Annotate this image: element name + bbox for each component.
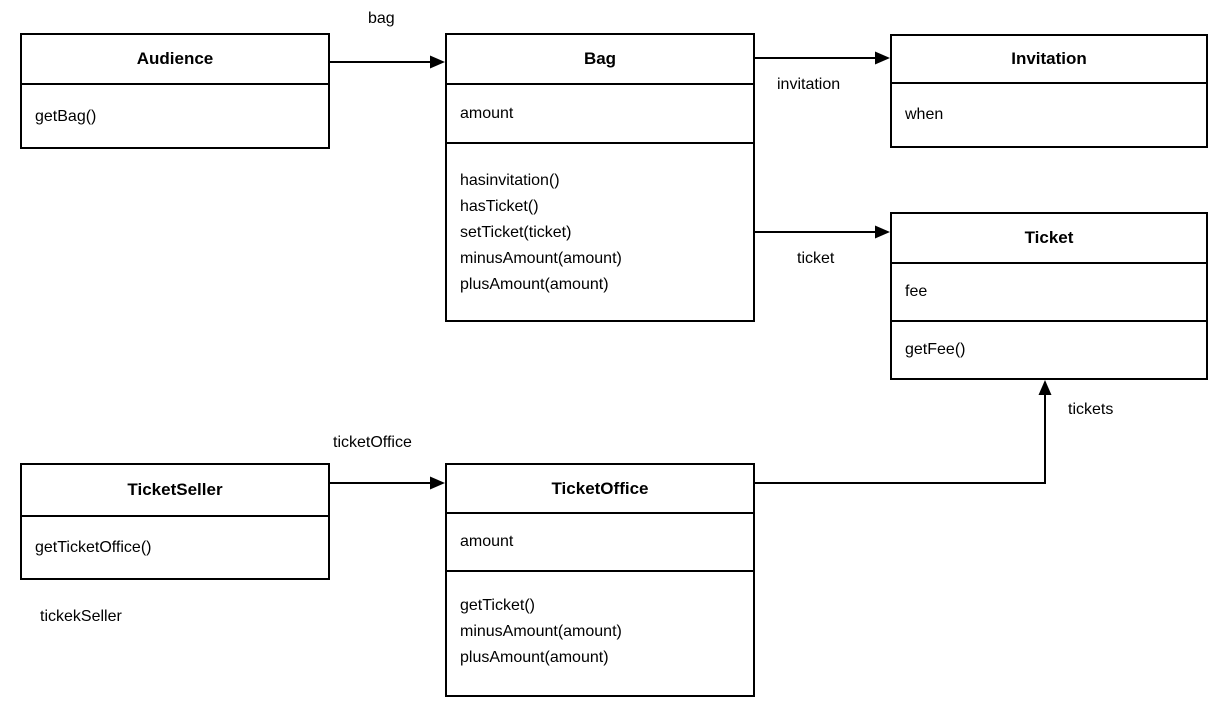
class-box-ticketseller: TicketSeller getTicketOffice() <box>20 463 330 580</box>
class-box-ticket: Ticket fee getFee() <box>890 212 1208 380</box>
attribute-label: amount <box>460 104 514 122</box>
association-arrow-ticket <box>755 225 890 239</box>
class-title-ticketoffice: TicketOffice <box>447 465 753 514</box>
association-arrow-bag <box>330 55 445 69</box>
class-methods-bag: hasinvitation() hasTicket() setTicket(ti… <box>447 144 753 320</box>
class-title-invitation: Invitation <box>892 36 1206 84</box>
attribute-label: when <box>905 106 944 123</box>
association-label-tickets: tickets <box>1068 401 1114 418</box>
method-label: hasTicket() <box>460 198 539 215</box>
class-attributes-invitation: when <box>892 84 1206 146</box>
association-label-ticketoffice: ticketOffice <box>333 434 412 451</box>
class-attributes-bag: amount <box>447 85 753 144</box>
class-methods-ticketseller: getTicketOffice() <box>22 517 328 578</box>
class-box-audience: Audience getBag() <box>20 33 330 149</box>
method-label: plusAmount(amount) <box>460 649 609 666</box>
method-label: getFee() <box>905 341 966 358</box>
class-title-bag: Bag <box>447 35 753 85</box>
method-label: plusAmount(amount) <box>460 276 609 293</box>
method-label: hasinvitation() <box>460 172 560 189</box>
class-methods-ticket: getFee() <box>892 322 1206 378</box>
association-label-bag: bag <box>368 10 395 27</box>
class-box-ticketoffice: TicketOffice amount getTicket() minusAmo… <box>445 463 755 697</box>
method-label: setTicket(ticket) <box>460 224 572 241</box>
class-box-bag: Bag amount hasinvitation() hasTicket() s… <box>445 33 755 322</box>
association-arrow-ticketoffice <box>330 476 445 490</box>
class-attributes-ticket: fee <box>892 264 1206 322</box>
association-arrow-invitation <box>755 51 890 65</box>
method-label: getTicketOffice() <box>35 538 152 556</box>
method-label: minusAmount(amount) <box>460 250 622 267</box>
attribute-label: amount <box>460 533 514 550</box>
method-label: getTicket() <box>460 597 535 614</box>
class-title-ticketseller: TicketSeller <box>22 465 328 517</box>
attribute-label: fee <box>905 283 928 300</box>
annotation-tickekseller: tickekSeller <box>40 608 122 625</box>
class-title-ticket: Ticket <box>892 214 1206 264</box>
association-arrow-tickets <box>755 380 1052 484</box>
class-attributes-ticketoffice: amount <box>447 514 753 572</box>
class-box-invitation: Invitation when <box>890 34 1208 148</box>
method-label: minusAmount(amount) <box>460 623 622 640</box>
association-label-invitation: invitation <box>777 76 841 93</box>
class-methods-audience: getBag() <box>22 85 328 149</box>
class-title-audience: Audience <box>22 35 328 85</box>
class-methods-ticketoffice: getTicket() minusAmount(amount) plusAmou… <box>447 572 753 695</box>
method-label: getBag() <box>35 108 97 125</box>
association-label-ticket: ticket <box>797 250 835 267</box>
